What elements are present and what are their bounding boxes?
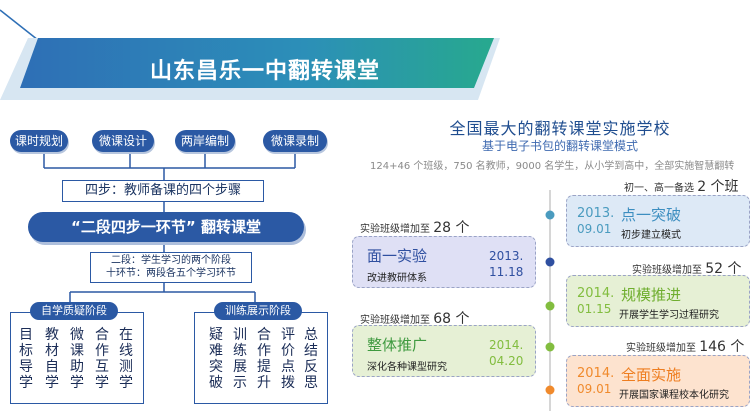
scale-description: 124+46 个班级，750 名教师，9000 名学生，从小学到高中，全部实施智… [370, 161, 735, 172]
card-title: 点一突破 [621, 206, 682, 224]
stage1-col-3: 微课助学 [70, 327, 84, 391]
milestone-note-2: 实验班级增加至 28 个 [360, 220, 470, 236]
milestone-card-point: 2013. 09.01 点一突破 初步建立模式 [566, 195, 750, 247]
milestone-note-3: 实验班级增加至 52 个 [632, 261, 742, 277]
compile-button[interactable]: 两岸编制 [175, 130, 235, 152]
school-heading: 全国最大的翻转课堂实施学校 [449, 119, 671, 138]
training-stage-label: 训练展示阶段 [214, 302, 302, 320]
banner-graphic [0, 9, 500, 100]
timeline [545, 190, 555, 411]
four-steps-label: 四步：教师备课的四个步骤 [62, 180, 264, 202]
page-title: 山东昌乐一中翻转课堂 [149, 59, 380, 84]
training-stage-box: 疑难突破 训练展示 合作提升 评价点拨 总结反思 [194, 312, 328, 404]
banner-ribbon [20, 38, 494, 88]
self-study-stage-box: 目标导学 教材自学 微课助学 合作互学 在线测学 [10, 312, 144, 404]
milestone-card-full: 2014. 09.01 全面实施 开展国家课程校本化研究 [566, 355, 750, 407]
stage1-col-2: 教材自学 [45, 327, 59, 391]
milestone-card-scale: 2014. 01.15 规模推进 开展学生学习过程研究 [566, 275, 750, 327]
stage-description-box: 二段：学生学习的两个阶段 十环节：两段各五个学习环节 [90, 252, 252, 283]
stage1-col-1: 目标导学 [19, 327, 33, 391]
desc-line-2: 十环节：两段各五个学习环节 [106, 268, 236, 279]
banner-deco-line [0, 9, 39, 41]
microlesson-record-button[interactable]: 微课录制 [263, 130, 327, 152]
stage2-col-2: 训练展示 [233, 327, 247, 391]
stage2-col-4: 评价点拨 [281, 327, 295, 391]
milestone-note-1: 初一、高一备选 2 个班 [624, 179, 739, 195]
desc-line-1: 二段：学生学习的两个阶段 [111, 255, 231, 266]
main-model-label: “二段四步一环节” 翻转课堂 [28, 212, 304, 242]
model-subheading: 基于电子书包的翻转课堂模式 [481, 139, 638, 153]
stage1-col-5: 在线测学 [119, 327, 133, 391]
stage2-col-5: 总结反思 [304, 327, 318, 391]
milestone-card-surface: 面一实验 改进教研体系 2013. 11.18 [352, 236, 536, 288]
stage1-col-4: 合作互学 [95, 327, 109, 391]
milestone-note-4: 实验班级增加至 68 个 [360, 311, 470, 327]
stage2-col-3: 合作提升 [257, 327, 271, 391]
microlesson-design-button[interactable]: 微课设计 [92, 130, 154, 152]
milestone-note-5: 实验班级增加至 146 个 [626, 339, 745, 355]
self-study-stage-label: 自学质疑阶段 [30, 302, 118, 320]
milestone-card-promotion: 整体推广 深化各种课型研究 2014. 04.20 [352, 325, 536, 377]
stage2-col-1: 疑难突破 [209, 327, 223, 391]
left-connectors [43, 152, 296, 302]
plan-lessons-button[interactable]: 课时规划 [10, 130, 68, 152]
